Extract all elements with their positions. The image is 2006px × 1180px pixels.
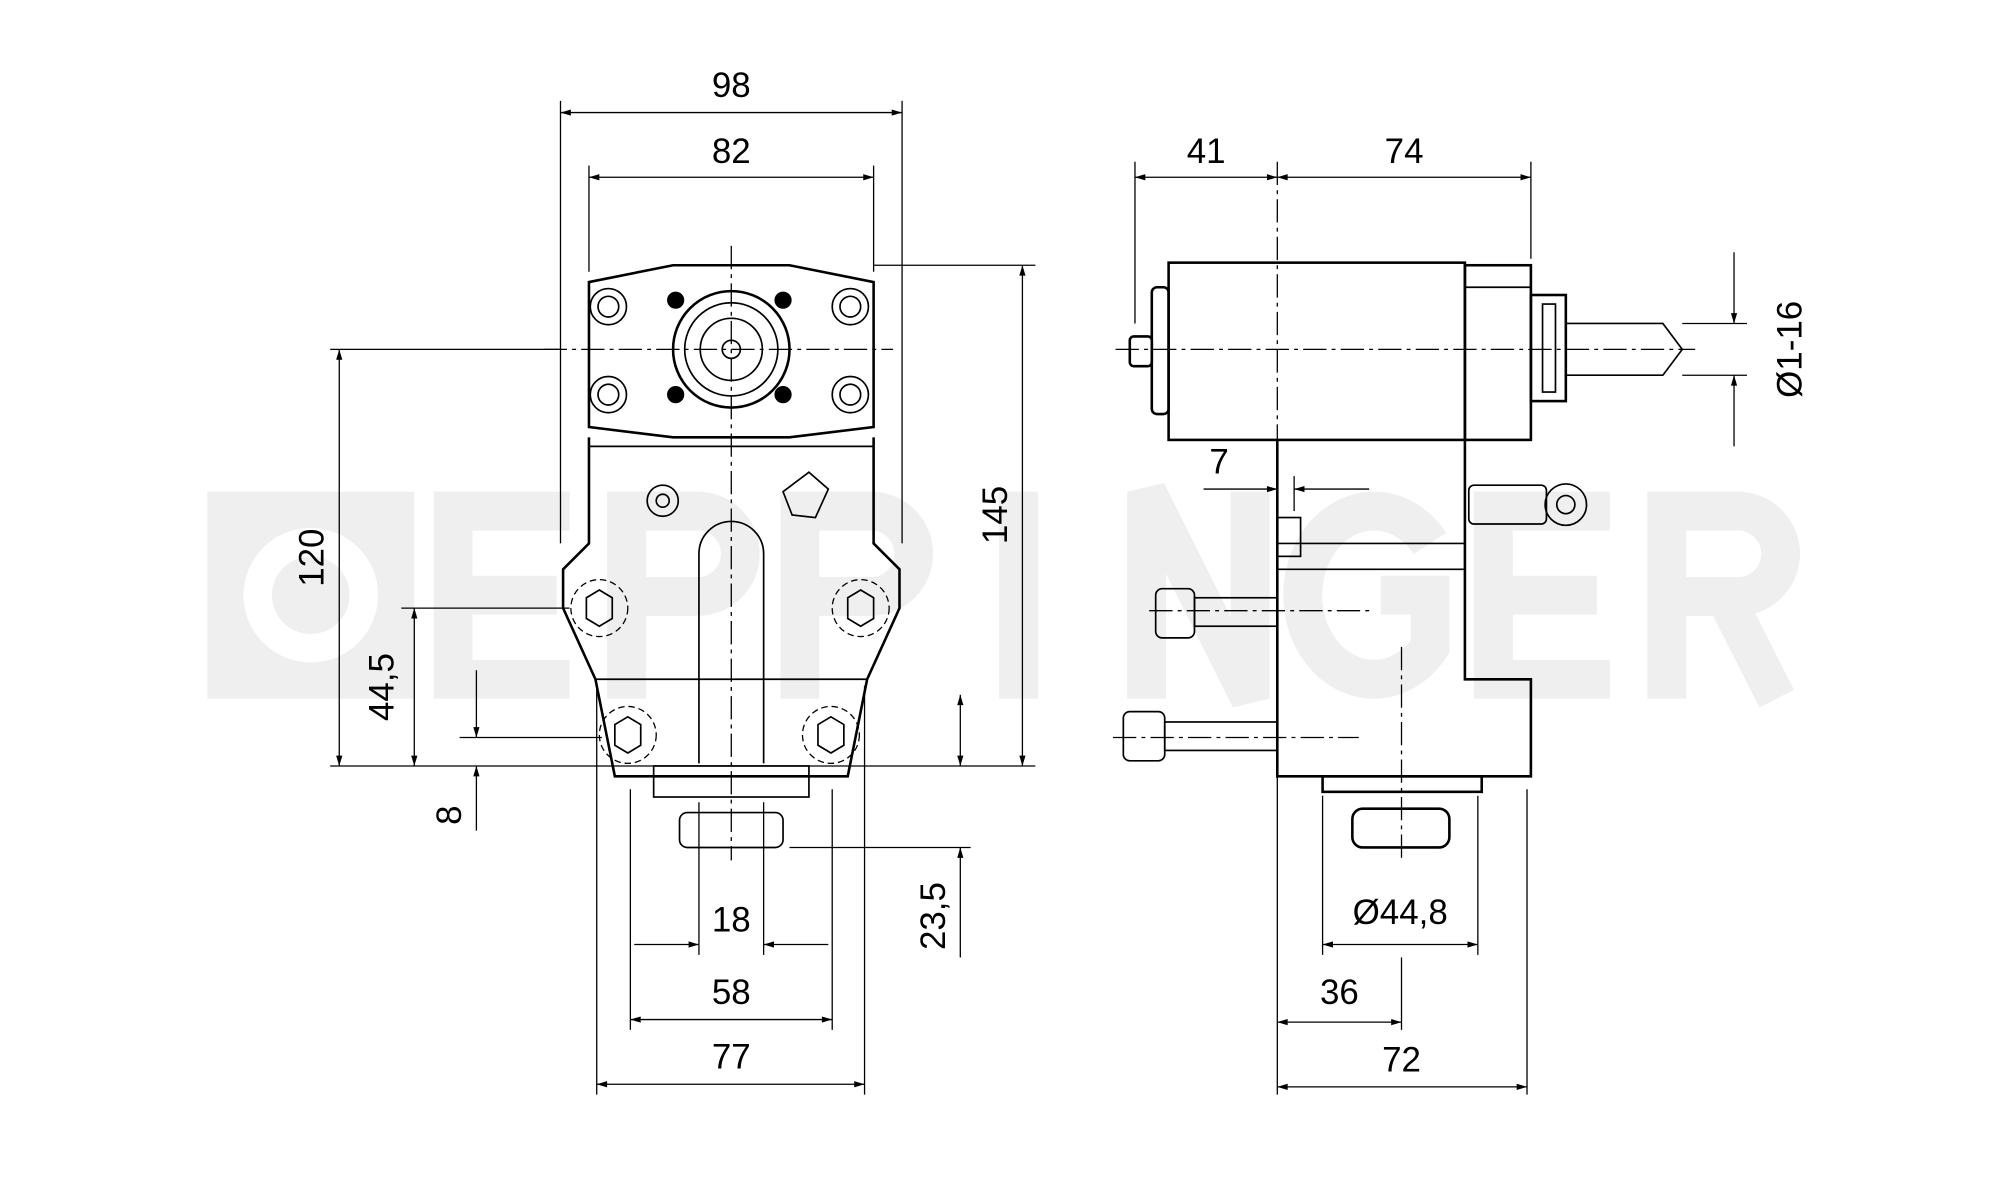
dim-72: 72 — [1382, 1040, 1421, 1079]
watermark-letter — [1127, 482, 1270, 708]
dim-82: 82 — [712, 132, 751, 171]
watermark-letter — [780, 491, 934, 699]
dim-58: 58 — [712, 973, 751, 1012]
watermark-letter — [1473, 491, 1610, 699]
watermark-letter — [433, 491, 570, 699]
dim-collet-range: Ø1-16 — [1770, 301, 1809, 398]
dim-77: 77 — [712, 1038, 751, 1077]
watermark-letter — [1647, 491, 1800, 708]
dim-36: 36 — [1320, 973, 1359, 1012]
dim-120: 120 — [293, 529, 332, 587]
watermark-letter — [607, 491, 760, 699]
dim-8: 8 — [430, 805, 469, 824]
side-view: 41 74 Ø1-16 7 Ø44,8 36 72 — [1112, 132, 1809, 1095]
dim-23-5: 23,5 — [914, 882, 953, 950]
dim-74: 74 — [1385, 132, 1424, 171]
dim-145: 145 — [976, 486, 1015, 544]
dim-7: 7 — [1209, 443, 1228, 482]
front-view: 98 82 120 145 44,5 8 23,5 18 58 77 — [293, 66, 1036, 1095]
dim-18: 18 — [712, 901, 751, 940]
dim-41: 41 — [1187, 132, 1226, 171]
dim-shank-diameter: Ø44,8 — [1353, 893, 1448, 932]
watermark-letter — [1283, 491, 1450, 699]
watermark-lettering — [433, 482, 1800, 708]
watermark-logo — [207, 482, 1800, 708]
dim-98: 98 — [712, 66, 751, 105]
dim-44-5: 44,5 — [363, 653, 402, 721]
